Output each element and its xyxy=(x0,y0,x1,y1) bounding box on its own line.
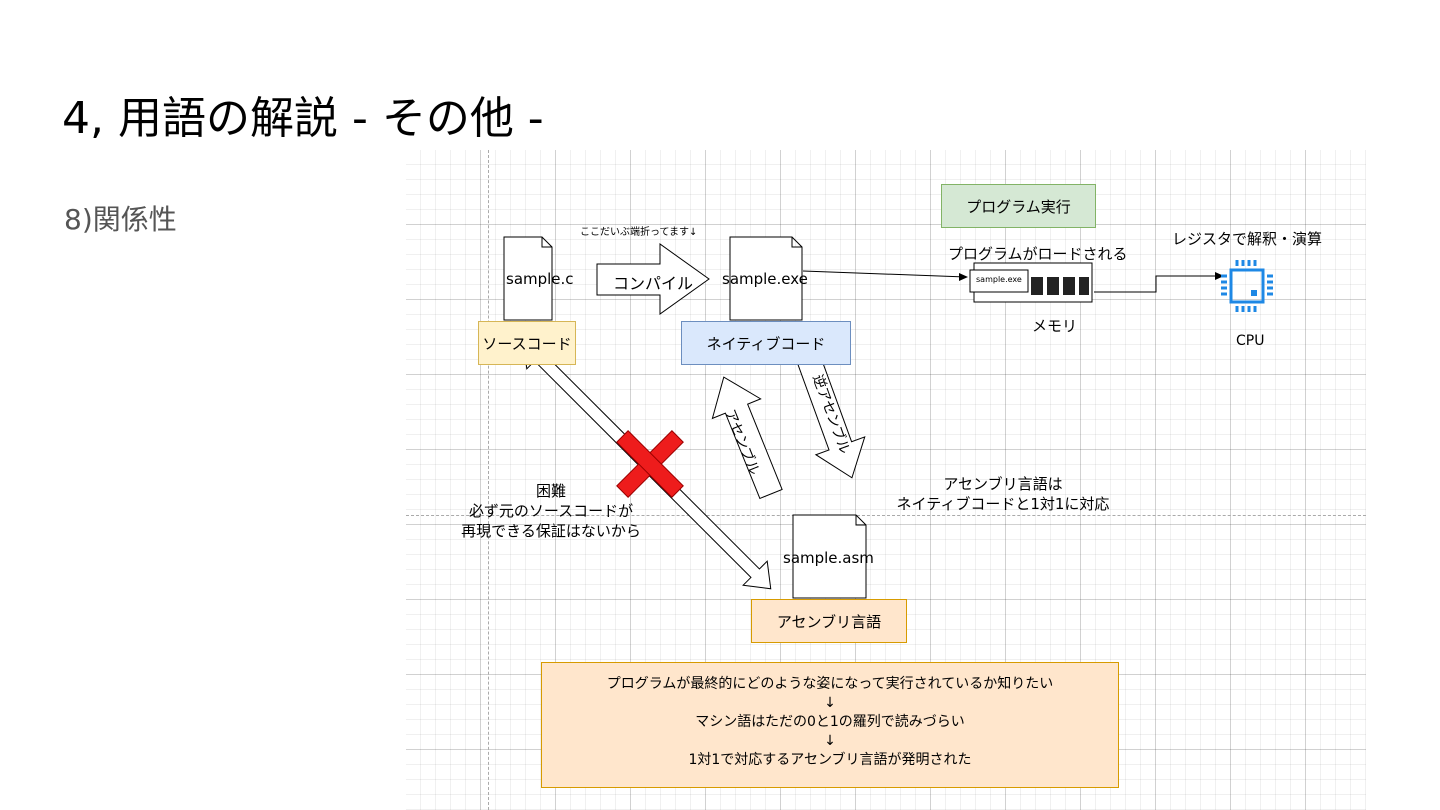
assembly-box: アセンブリ言語 xyxy=(751,599,907,643)
source-code-box: ソースコード xyxy=(478,321,576,365)
diagram-canvas: sample.c sample.exe sample.asm sample.ex… xyxy=(406,150,1366,810)
summary-arrow-2: ↓ xyxy=(824,733,836,749)
compile-label: コンパイル xyxy=(613,274,694,293)
summary-line-1: プログラムが最終的にどのような姿になって実行されているか知りたい xyxy=(606,676,1054,692)
difficult-label-2: 必ず元のソースコードが xyxy=(468,502,634,520)
cpu-icon xyxy=(1221,260,1273,312)
memory-chip xyxy=(1063,277,1075,295)
assemble-arrow xyxy=(711,376,783,500)
connector-native-to-memory-head xyxy=(959,273,968,281)
memory-chip xyxy=(1079,277,1089,295)
guide-line-vertical xyxy=(488,150,489,810)
memory-label: メモリ xyxy=(1032,317,1078,335)
asm-file-icon xyxy=(792,514,867,599)
memory-chip-label: sample.exe xyxy=(976,275,1022,284)
memory-chip xyxy=(1047,277,1059,295)
summary-arrow-1: ↓ xyxy=(824,695,836,711)
memory-label-sticker xyxy=(969,269,1029,293)
connector-native-to-memory xyxy=(802,270,967,278)
slide-subtitle: 8)関係性 xyxy=(64,203,177,236)
guide-line-horizontal xyxy=(406,515,1366,516)
register-label: レジスタで解釈・演算 xyxy=(1172,230,1323,248)
source-file-name: sample.c xyxy=(506,270,574,288)
native-file-name: sample.exe xyxy=(722,270,808,288)
diagram-shapes xyxy=(503,236,1273,599)
summary-line-3: 1対1で対応するアセンブリ言語が発明された xyxy=(688,752,972,768)
native-code-box: ネイティブコード xyxy=(681,321,851,365)
red-cross-icon xyxy=(616,430,684,498)
asm-note-1: アセンブリ言語は xyxy=(943,475,1063,493)
cpu-icon-dot xyxy=(1251,290,1257,296)
cpu-label: CPU xyxy=(1236,333,1265,349)
connector-memory-to-cpu xyxy=(1094,275,1218,293)
difficult-label-1: 困難 xyxy=(535,482,566,500)
memory-chip xyxy=(1031,277,1043,295)
compile-arrow xyxy=(596,243,710,315)
summary-box: プログラムが最終的にどのような姿になって実行されているか知りたい ↓ マシン語は… xyxy=(541,662,1119,788)
connector-memory-to-cpu-head xyxy=(1215,272,1224,280)
summary-line-2: マシン語はただの0と1の羅列で読みづらい xyxy=(695,714,965,730)
asm-note-2: ネイティブコードと1対1に対応 xyxy=(896,495,1110,513)
program-exec-box: プログラム実行 xyxy=(941,184,1096,228)
asm-file-name: sample.asm xyxy=(783,549,874,567)
difficult-label-3: 再現できる保証はないから xyxy=(461,522,641,540)
native-file-icon xyxy=(729,236,803,321)
slide-title: 4, 用語の解説 - その他 - xyxy=(62,93,544,144)
disassemble-arrow xyxy=(796,354,866,479)
source-file-icon xyxy=(503,236,553,321)
loaded-label: プログラムがロードされる xyxy=(948,245,1128,263)
note-small: ここだいぶ端折ってます↓ xyxy=(580,227,698,238)
